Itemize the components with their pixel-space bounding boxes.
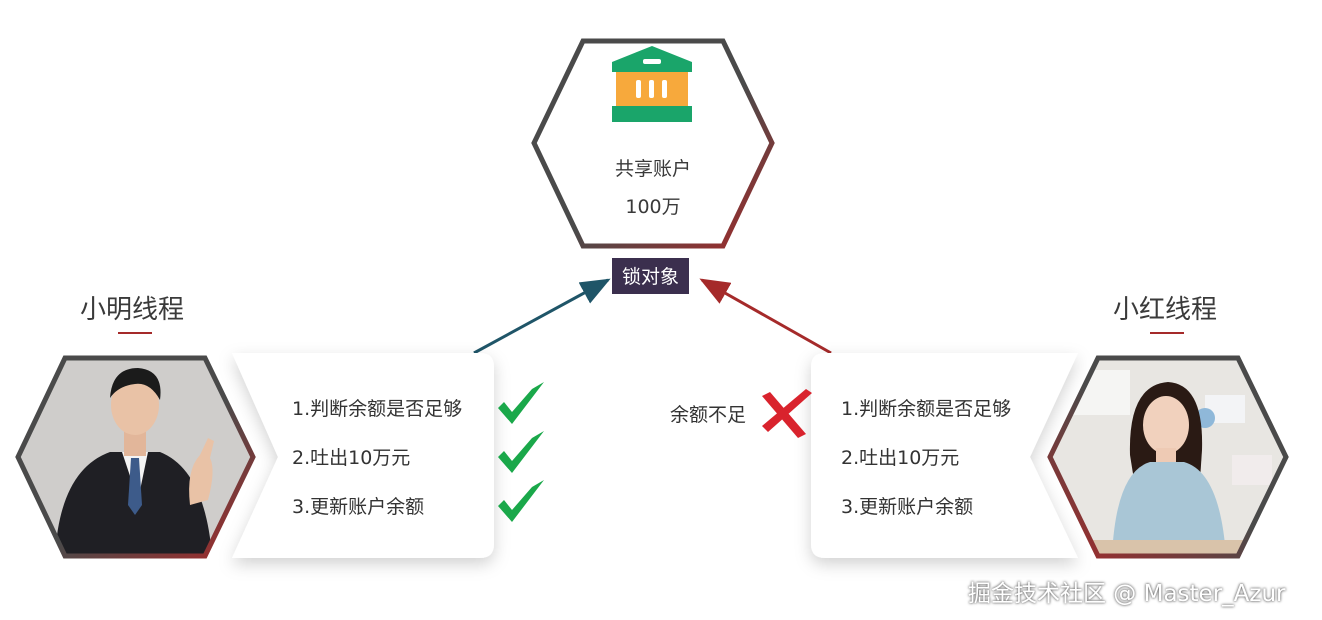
arrow-left-to-lock bbox=[473, 278, 611, 355]
xiaohong-step-1: 1.判断余额是否足够 bbox=[841, 398, 1012, 420]
check-icon bbox=[498, 431, 544, 473]
xiaoming-step-2: 2.吐出10万元 bbox=[292, 447, 411, 469]
xiaohong-thread-title: 小红线程 bbox=[1113, 295, 1218, 325]
xiaoming-thread-title: 小明线程 bbox=[80, 295, 185, 325]
watermark: 掘金技术社区 @ Master_Azur bbox=[968, 581, 1286, 607]
xiaohong-step-2: 2.吐出10万元 bbox=[841, 447, 960, 469]
xiaoming-step-1: 1.判断余额是否足够 bbox=[292, 398, 463, 420]
account-hexagon bbox=[531, 38, 775, 249]
right-card bbox=[811, 353, 1078, 558]
bank-icon bbox=[612, 46, 692, 122]
check-icon bbox=[498, 382, 544, 424]
left-card bbox=[232, 353, 494, 558]
cross-icon bbox=[762, 389, 812, 438]
insufficient-balance-label: 余额不足 bbox=[670, 404, 747, 426]
xiaohong-step-3: 3.更新账户余额 bbox=[841, 496, 974, 518]
account-label: 共享账户 bbox=[614, 158, 691, 180]
check-icon bbox=[498, 480, 544, 522]
xiaohong-avatar bbox=[1047, 355, 1289, 559]
arrow-right-to-lock bbox=[699, 278, 832, 355]
xiaoming-avatar bbox=[15, 355, 256, 559]
lock-object-label: 锁对象 bbox=[612, 258, 690, 294]
xiaoming-step-3: 3.更新账户余额 bbox=[292, 496, 425, 518]
account-balance: 100万 bbox=[625, 196, 681, 218]
